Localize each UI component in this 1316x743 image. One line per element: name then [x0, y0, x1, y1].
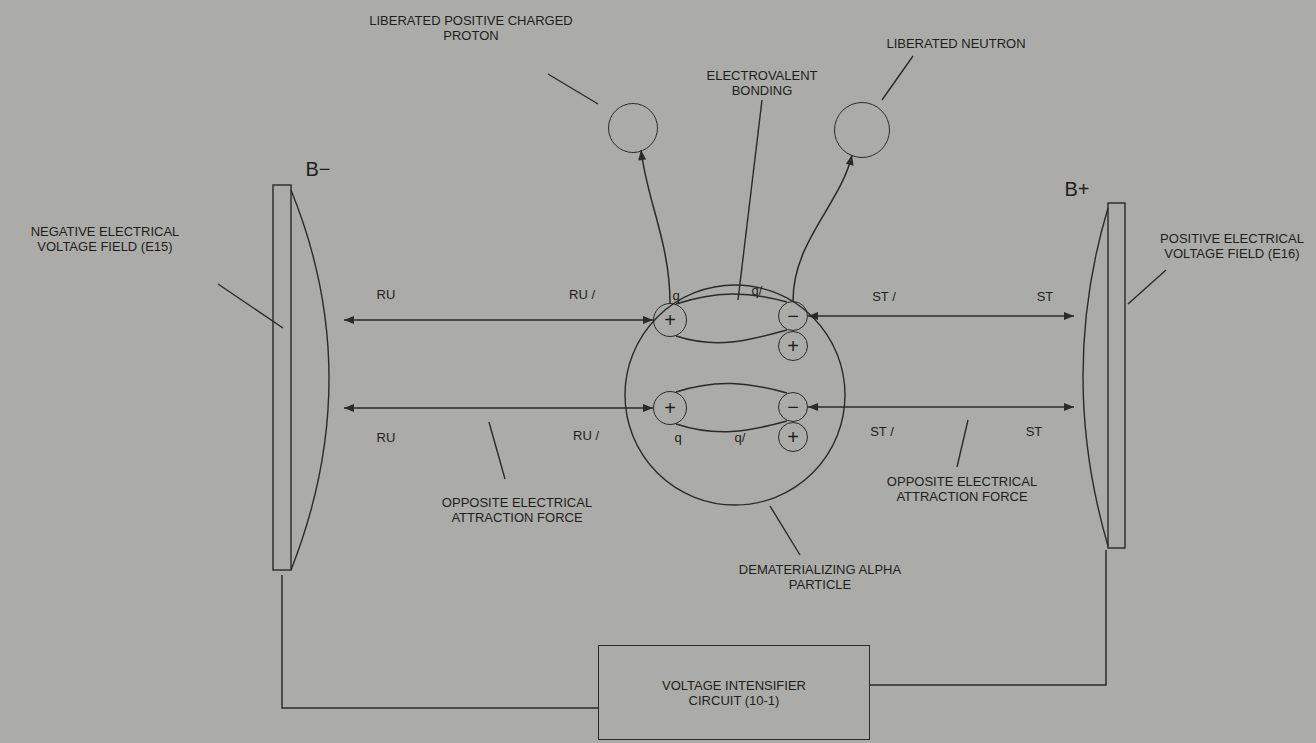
- bond-label: ELECTROVALENT BONDING: [692, 68, 832, 98]
- negative-charge: −: [778, 301, 808, 331]
- force-symbol: RU: [377, 287, 396, 302]
- leader-line: [548, 74, 598, 104]
- connector-line: [282, 575, 598, 708]
- force-symbol: RU /: [573, 428, 599, 443]
- plate-bar: [273, 185, 291, 570]
- plate-bulge: [291, 190, 329, 570]
- force-symbol: ST /: [870, 424, 894, 439]
- force-symbol: ST: [1026, 424, 1043, 439]
- neutron-circle: LIBERATED NEUTRON: [834, 102, 890, 158]
- positive-charge: +: [778, 331, 808, 361]
- plate-bar: [1108, 203, 1125, 548]
- force-symbol: RU: [377, 430, 396, 445]
- charge-symbol: q: [674, 430, 681, 445]
- connector-line: [676, 294, 787, 343]
- force-arrow: [641, 150, 670, 303]
- charge-symbol: q: [672, 288, 679, 303]
- charge-symbol: q/: [752, 283, 763, 298]
- force-arrow: [808, 315, 1074, 317]
- force-label: OPPOSITE ELECTRICAL ATTRACTION FORCE: [417, 495, 617, 525]
- charge-sign: +: [654, 304, 686, 336]
- connector-line: [676, 383, 787, 431]
- proton-charge: +: [653, 391, 687, 425]
- leader-line: [882, 56, 913, 100]
- charge-sign: +: [779, 423, 807, 451]
- node-label: LIBERATED NEUTRON: [856, 36, 1056, 51]
- leader-line: [489, 422, 505, 479]
- node-label: DEMATERIALIZING ALPHA PARTICLE: [715, 562, 925, 592]
- field-label: NEGATIVE ELECTRICAL VOLTAGE FIELD (E15): [5, 224, 205, 254]
- node-label: B−: [298, 158, 338, 180]
- proton-charge: +: [653, 303, 687, 337]
- positive-charge: +: [778, 422, 808, 452]
- alpha-particle: DEMATERIALIZING ALPHA PARTICLE+−++−+: [625, 285, 845, 505]
- positive-plate: B+: [1080, 203, 1130, 550]
- force-symbol: ST /: [872, 289, 896, 304]
- force-arrow: [344, 319, 653, 321]
- proton-circle: LIBERATED POSITIVE CHARGED PROTON: [608, 103, 658, 153]
- force-label: OPPOSITE ELECTRICAL ATTRACTION FORCE: [862, 474, 1062, 504]
- plate-bulge: [1083, 208, 1108, 546]
- leader-line: [1128, 270, 1166, 304]
- force-symbol: RU /: [569, 287, 595, 302]
- negative-plate: B−: [272, 185, 332, 575]
- voltage-intensifier-box: VOLTAGE INTENSIFIER CIRCUIT (10-1): [598, 645, 870, 740]
- charge-symbol: q/: [735, 430, 746, 445]
- alpha-outline: [625, 285, 845, 505]
- force-arrow: [344, 407, 653, 409]
- charge-sign: −: [779, 302, 807, 330]
- negative-charge: −: [778, 392, 808, 422]
- node-label: LIBERATED POSITIVE CHARGED PROTON: [356, 13, 586, 43]
- charge-sign: −: [779, 393, 807, 421]
- force-arrow: [808, 406, 1074, 408]
- box-text: VOLTAGE INTENSIFIER CIRCUIT (10-1): [644, 678, 824, 708]
- force-symbol: ST: [1037, 289, 1054, 304]
- leader-line: [738, 100, 762, 300]
- field-label: POSITIVE ELECTRICAL VOLTAGE FIELD (E16): [1152, 231, 1312, 261]
- charge-sign: +: [779, 332, 807, 360]
- charge-sign: +: [654, 392, 686, 424]
- leader-line: [770, 506, 800, 555]
- node-label: B+: [1057, 178, 1097, 200]
- connector-line: [870, 550, 1106, 685]
- leader-line: [957, 420, 968, 467]
- force-arrow: [793, 155, 852, 301]
- leader-line: [218, 284, 283, 328]
